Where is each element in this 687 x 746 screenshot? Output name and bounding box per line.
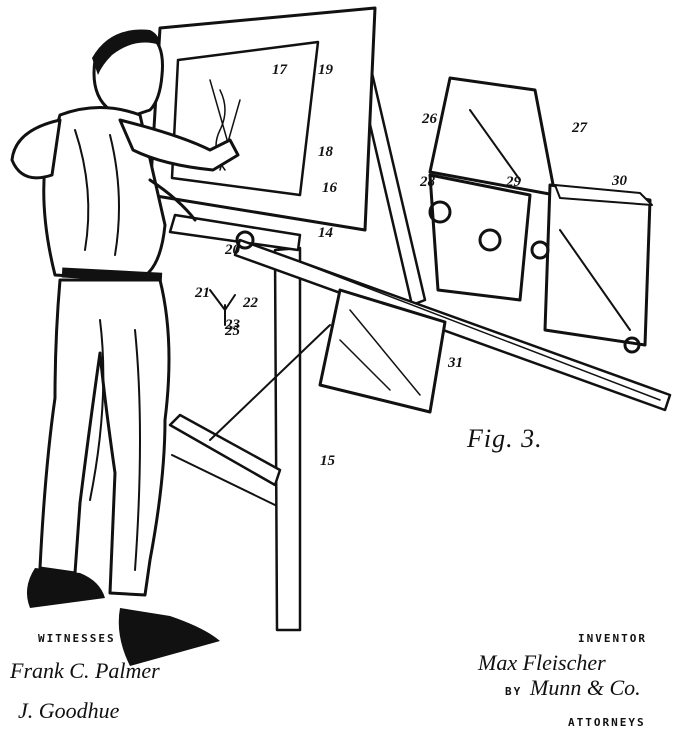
reel-knob	[428, 200, 452, 224]
ref-numeral: 23	[225, 317, 240, 333]
ref-numeral: 30	[612, 173, 627, 189]
film-magazine	[543, 183, 652, 347]
ref-numeral: 20	[225, 242, 240, 258]
inventor-signature: Max Fleischer	[478, 650, 606, 675]
board-ledge	[168, 213, 302, 252]
by-label: BY	[505, 685, 523, 698]
crank-knob	[478, 228, 502, 252]
operator-right-arm	[118, 118, 240, 172]
drawing-board	[148, 6, 377, 232]
witness-signature: Frank C. Palmer	[10, 658, 160, 683]
witness-signature: J. Goodhue	[18, 698, 120, 723]
figure-caption: Fig. 3.	[467, 424, 543, 453]
ref-numeral: 19	[318, 62, 333, 78]
operator-left-arm	[10, 118, 62, 180]
ref-numeral: 25	[225, 323, 240, 339]
ref-numeral: 18	[318, 144, 333, 160]
reflector-box	[318, 288, 447, 414]
right-shoe	[118, 608, 220, 666]
ref-numeral: 27	[572, 120, 587, 136]
ref-numeral: 14	[318, 225, 333, 241]
left-shoe	[26, 568, 106, 608]
ref-numeral: 17	[272, 62, 287, 78]
ref-numeral: 26	[422, 111, 437, 127]
ref-numeral: 22	[243, 295, 258, 311]
ref-numeral: 29	[506, 174, 521, 190]
easel-brace	[168, 413, 282, 487]
witnesses-label: WITNESSES	[38, 632, 116, 645]
attorneys-label: ATTORNEYS	[568, 716, 646, 729]
inventor-label: INVENTOR	[578, 632, 647, 645]
ref-numeral: 21	[195, 285, 210, 301]
attorneys-signature: Munn & Co.	[530, 675, 641, 700]
ref-numeral: 15	[320, 453, 335, 469]
ref-numeral: 28	[420, 174, 435, 190]
easel-front-leg	[273, 246, 302, 632]
ref-numeral: 31	[448, 355, 463, 371]
ref-numeral: 16	[322, 180, 337, 196]
projector-rail	[233, 238, 672, 412]
operator-legs	[38, 278, 171, 597]
